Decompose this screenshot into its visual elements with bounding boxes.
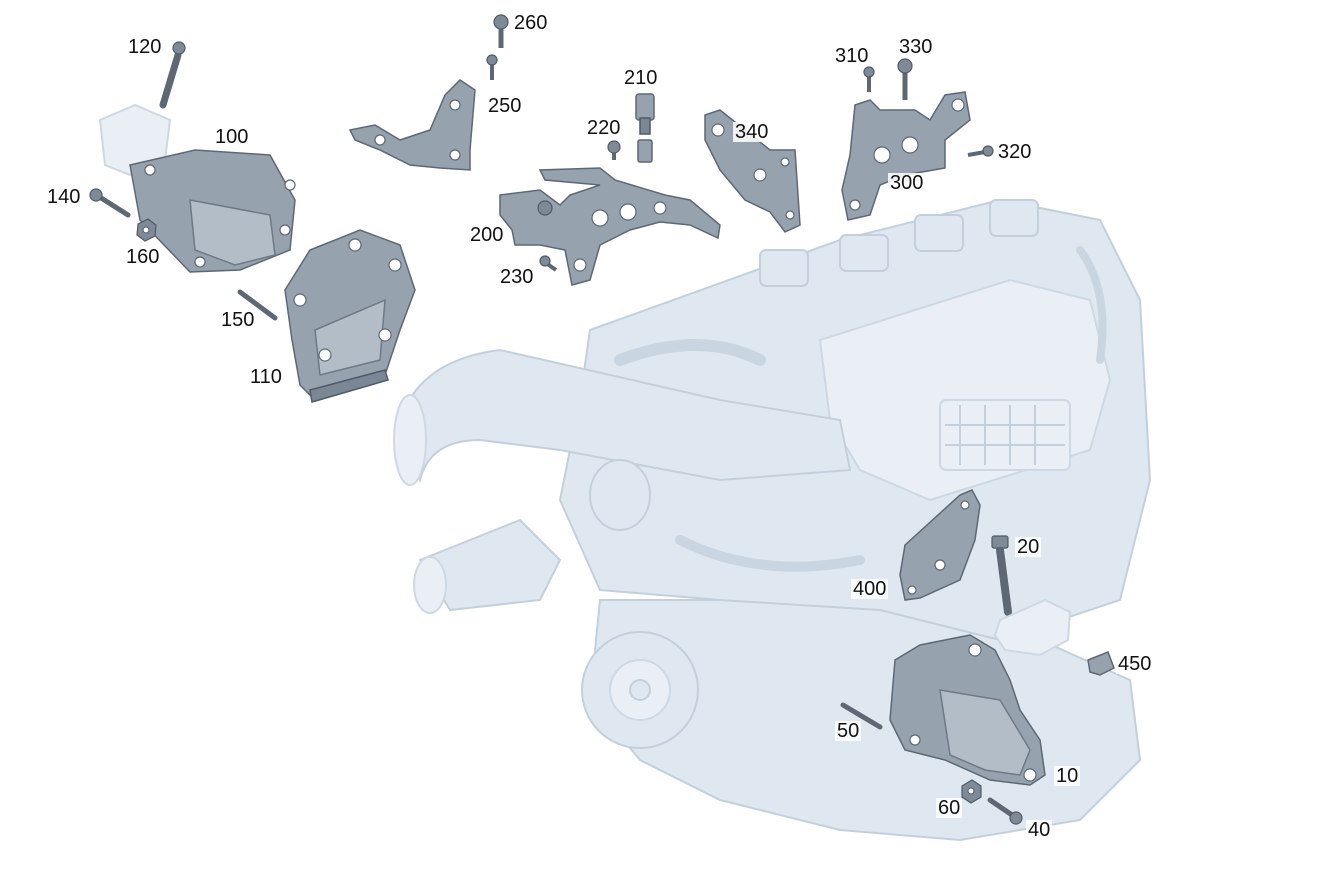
part-210-sensor	[635, 93, 655, 135]
callout-400: 400	[851, 578, 889, 600]
callout-50: 50	[835, 720, 862, 742]
callout-450: 450	[1116, 653, 1154, 675]
part-60-nut	[961, 779, 982, 804]
part-160-nut	[136, 218, 157, 242]
part-310-bolt	[863, 66, 875, 92]
callout-300: 300	[888, 172, 926, 194]
callout-210: 210	[622, 67, 660, 89]
callout-250: 250	[486, 95, 524, 117]
intake-grid	[939, 399, 1071, 471]
part-320-bolt	[967, 145, 994, 157]
part-450-clip	[1087, 651, 1115, 676]
part-300-bracket	[841, 91, 971, 221]
part-140-bolt	[89, 188, 131, 218]
part-120-bolt	[159, 41, 186, 109]
callout-230: 230	[498, 266, 536, 288]
callout-150: 150	[219, 309, 257, 331]
callout-320: 320	[996, 141, 1034, 163]
callout-120: 120	[126, 36, 164, 58]
part-100-engine-mount	[98, 103, 296, 273]
callout-160: 160	[124, 246, 162, 268]
callout-60: 60	[936, 797, 963, 819]
callout-310: 310	[833, 45, 871, 67]
part-220-bolt	[607, 139, 653, 163]
part-50-stud	[840, 702, 883, 730]
part-10-engine-mount	[889, 634, 1046, 786]
callout-140: 140	[45, 186, 83, 208]
callout-100: 100	[213, 126, 251, 148]
engine-block-illustration	[393, 198, 1152, 842]
part-200-bracket	[499, 167, 721, 286]
callout-330: 330	[897, 36, 935, 58]
part-400-bracket	[899, 489, 981, 601]
callout-200: 200	[468, 224, 506, 246]
part-230-bolt	[539, 255, 558, 272]
callout-110: 110	[248, 366, 284, 388]
callout-10: 10	[1054, 765, 1081, 787]
callout-260: 260	[512, 12, 550, 34]
callout-20: 20	[1015, 536, 1042, 558]
part-330-bolt	[897, 58, 913, 100]
part-150-stud	[237, 289, 278, 321]
part-260-bolt	[493, 14, 509, 48]
callout-220: 220	[585, 117, 623, 139]
part-110-bracket	[284, 229, 416, 403]
part-250-bracket	[348, 54, 498, 171]
part-20-bolt	[991, 535, 1012, 616]
part-40-bolt	[987, 797, 1023, 825]
part-340-bracket	[704, 109, 801, 233]
callout-340: 340	[733, 121, 771, 143]
callout-40: 40	[1026, 819, 1053, 841]
